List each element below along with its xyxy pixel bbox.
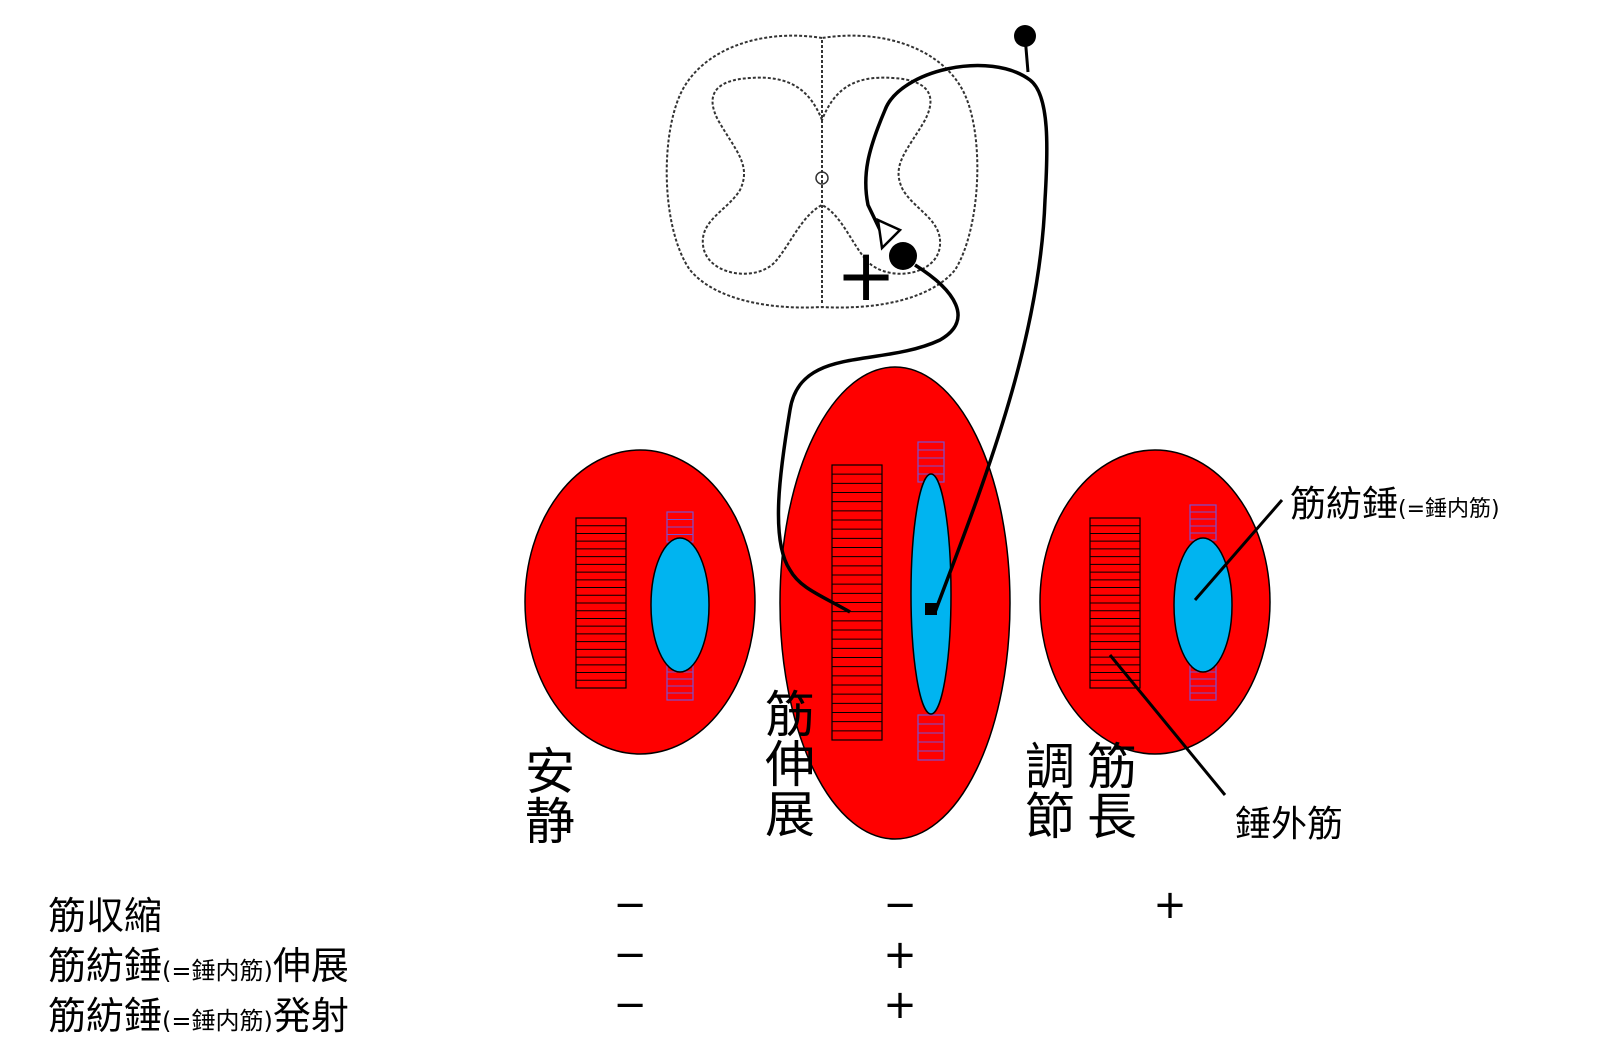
motor-neuron-icon — [889, 242, 917, 270]
table-cell-sign: − — [883, 882, 917, 928]
extrafusal-label: 錘外筋 — [1235, 804, 1344, 845]
table-row-label: 筋紡錘(=錘内筋)伸展 — [48, 935, 349, 990]
table-cell-sign: − — [613, 882, 647, 928]
row-label-suffix: 伸展 — [272, 944, 349, 988]
muscle-rest — [524, 449, 756, 755]
extrafusal-pointer-line — [1108, 654, 1227, 796]
table-cell-sign: − — [613, 932, 647, 978]
table-cell-sign: + — [883, 932, 917, 978]
state-label-length-adjust-2: 筋長 — [1079, 740, 1137, 840]
row-label-main: 筋紡錘 — [48, 944, 163, 988]
spindle-pointer-line — [1193, 499, 1284, 601]
spindle-stretch — [910, 473, 952, 715]
row-label-main: 筋収縮 — [48, 894, 163, 938]
state-label-stretch: 筋伸展 — [757, 688, 815, 838]
gray-matter-butterfly — [701, 76, 942, 275]
table-row-label: 筋収縮 — [48, 885, 162, 940]
row-label-suffix: 発射 — [272, 994, 349, 1038]
row-label-paren: (=錘内筋) — [162, 1007, 273, 1035]
dorsal-root-ganglion-icon — [1014, 25, 1036, 47]
table-cell-sign: − — [613, 982, 647, 1028]
afferent-ending-icon — [925, 603, 937, 615]
afferent-nerve-fiber — [864, 63, 1049, 613]
spindle-rest — [650, 537, 710, 673]
row-label-paren: (=錘内筋) — [162, 957, 273, 985]
row-label-main: 筋紡錘 — [48, 994, 163, 1038]
spindle-polar-stretch-bottom — [917, 714, 945, 761]
spinal-cord-section — [665, 34, 979, 309]
spindle-label: 筋紡錘(=錘内筋) — [1290, 484, 1500, 525]
spindle-length-adjust — [1173, 537, 1233, 673]
table-row-label: 筋紡錘(=錘内筋)発射 — [48, 985, 349, 1040]
synapse-plus-sign: + — [836, 233, 896, 317]
table-cell-sign: + — [883, 982, 917, 1028]
state-label-rest: 安静 — [517, 745, 575, 845]
state-label-length-adjust-1: 調節 — [1017, 740, 1075, 840]
efferent-nerve-fiber — [776, 263, 960, 614]
table-cell-sign: + — [1153, 882, 1187, 928]
synapse-terminal-icon — [876, 217, 903, 251]
spinal-cord-outline — [665, 34, 979, 309]
central-canal — [815, 171, 829, 185]
muscle-stretch — [779, 366, 1011, 840]
